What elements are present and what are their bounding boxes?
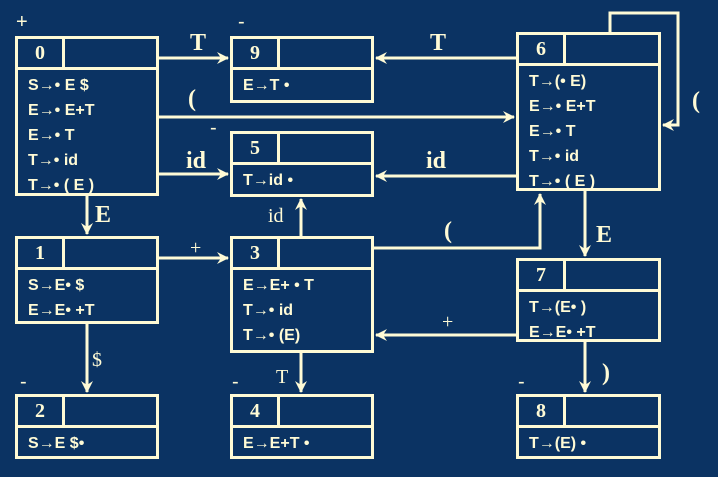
lr-item: T→id • — [243, 172, 294, 189]
lr-item: E→T • — [243, 77, 290, 94]
state-items: E→E+ • T T→• id T→• (E) — [233, 270, 371, 348]
state-items: S→E• $ E→E• +T — [18, 270, 156, 323]
state-items: S→• E $ E→• E+T E→• T T→• id T→• ( E ) — [18, 70, 156, 198]
edge-6-to-6 — [608, 11, 680, 131]
state-marker: - — [518, 371, 525, 393]
state-header: 9 — [233, 39, 371, 70]
state-number: 1 — [18, 239, 65, 267]
lr-item: E→E• +T — [529, 324, 596, 341]
edge-label: $ — [92, 349, 102, 371]
lr-item: T→• id — [529, 148, 580, 165]
edge-label: T — [276, 366, 288, 388]
state-header: 7 — [519, 261, 658, 292]
edge-label: T — [430, 30, 446, 56]
lr-item: E→E+ • T — [243, 277, 314, 294]
state-header: 4 — [233, 397, 371, 428]
state-header: 2 — [18, 397, 156, 428]
state-number: 0 — [18, 39, 65, 67]
state-header: 1 — [18, 239, 156, 270]
edge-label: + — [190, 237, 201, 259]
state-marker: - — [238, 11, 245, 33]
edge-label: E — [95, 202, 111, 228]
state-items: E→T • — [233, 70, 371, 98]
lr-item: E→E• +T — [28, 302, 95, 319]
state-header: 5 — [233, 134, 371, 165]
state-number: 9 — [233, 39, 280, 67]
state-header: 6 — [519, 35, 658, 66]
edge-label: id — [426, 148, 447, 174]
lr-item: E→• T — [28, 127, 75, 144]
state-header: 8 — [519, 397, 658, 428]
lr-item: T→(E) • — [529, 435, 587, 452]
edge-label: id — [268, 205, 284, 227]
state-items: T→id • — [233, 165, 371, 193]
state-number: 3 — [233, 239, 280, 267]
state-number: 6 — [519, 35, 566, 63]
state-marker: + — [16, 11, 28, 33]
lr-item: S→E• $ — [28, 277, 85, 294]
state-number: 8 — [519, 397, 566, 425]
state-items: T→(E• ) E→E• +T — [519, 292, 658, 345]
state-number: 2 — [18, 397, 65, 425]
state-items: S→E $• — [18, 428, 156, 456]
edge-3-to-6 — [374, 193, 546, 250]
state-number: 4 — [233, 397, 280, 425]
edge-label: T — [190, 30, 206, 56]
lr-item: T→• ( E ) — [28, 177, 95, 194]
edge-label: ( — [188, 86, 196, 112]
state-header: 0 — [18, 39, 156, 70]
lr-item: T→(E• ) — [529, 299, 587, 316]
lr-item: T→• ( E ) — [529, 173, 596, 190]
lr-item: T→(• E) — [529, 73, 587, 90]
state-header: 3 — [233, 239, 371, 270]
edge-label: E — [596, 222, 612, 248]
state-marker: - — [20, 371, 27, 393]
state-items: T→(E) • — [519, 428, 658, 456]
edge-label: ( — [692, 88, 700, 114]
edge-label: id — [186, 148, 207, 174]
edge-label: ) — [602, 360, 610, 386]
state-items: E→E+T • — [233, 428, 371, 456]
lr-item: T→• (E) — [243, 327, 301, 344]
lr-item: E→E+T • — [243, 435, 310, 452]
state-number: 5 — [233, 134, 280, 162]
lr-item: E→• E+T — [28, 102, 95, 119]
state-number: 7 — [519, 261, 566, 289]
edge-label: + — [442, 311, 453, 333]
edge-label: ( — [444, 218, 452, 244]
lr-item: S→• E $ — [28, 77, 89, 94]
lr-item: T→• id — [243, 302, 294, 319]
lr-item: E→• T — [529, 123, 576, 140]
lr-item: E→• E+T — [529, 98, 596, 115]
state-items: T→(• E) E→• E+T E→• T T→• id T→• ( E ) — [519, 66, 658, 194]
state-marker: - — [232, 371, 239, 393]
lr-item: S→E $• — [28, 435, 85, 452]
lr-item: T→• id — [28, 152, 79, 169]
state-marker: - — [210, 117, 217, 139]
